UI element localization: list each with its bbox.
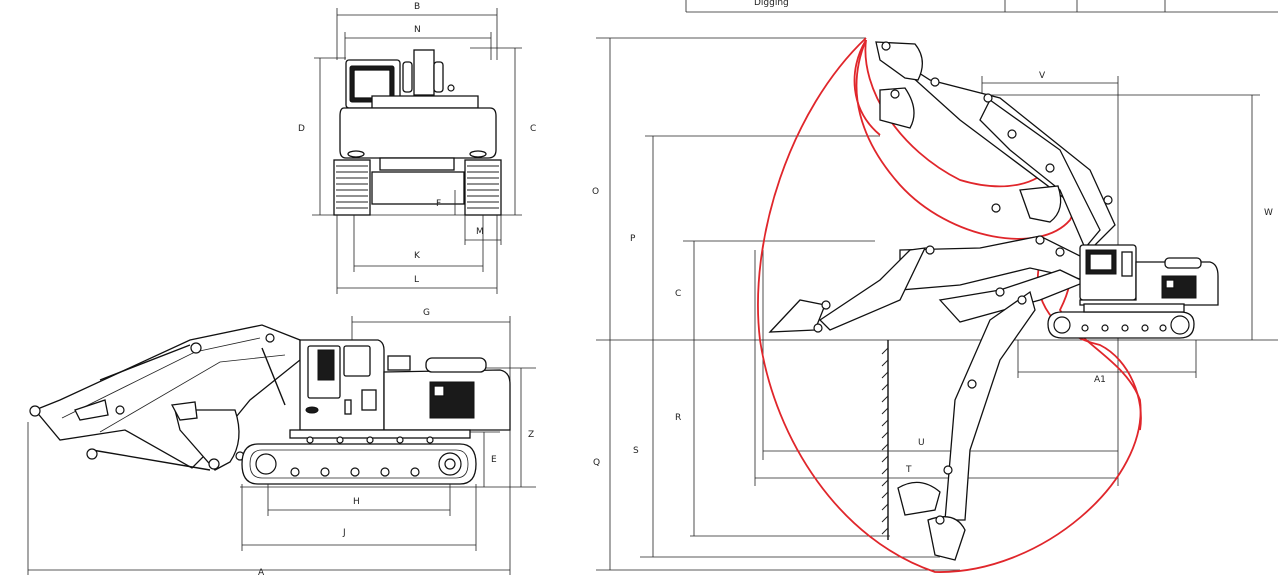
spec-table-fragment: Digging bbox=[685, 0, 1278, 13]
dim-label-B: B bbox=[414, 2, 420, 12]
dim-label-S: S bbox=[633, 446, 639, 456]
dim-label-W: W bbox=[1264, 208, 1273, 218]
dim-label-P: P bbox=[630, 234, 636, 244]
front-view: B N D C bbox=[298, 2, 536, 294]
table-cell-digging: Digging bbox=[754, 0, 789, 8]
working-range-view: O P C Q S R V W A1 U bbox=[592, 37, 1278, 573]
range-machine bbox=[768, 41, 1219, 561]
envelope-inner-3 bbox=[853, 39, 881, 136]
dim-label-F: F bbox=[436, 199, 441, 209]
dim-label-C: C bbox=[530, 124, 536, 134]
dim-label-A: A bbox=[258, 568, 265, 575]
envelope-inner-2 bbox=[864, 39, 1047, 188]
dim-label-V: V bbox=[1039, 71, 1046, 81]
dim-label-C-range: C bbox=[675, 289, 681, 299]
dim-label-R: R bbox=[675, 413, 681, 423]
dim-label-T: T bbox=[905, 465, 912, 475]
dim-label-N: N bbox=[414, 25, 421, 35]
dim-label-K: K bbox=[414, 251, 421, 261]
dim-label-O: O bbox=[592, 187, 599, 197]
dim-label-Z: Z bbox=[528, 430, 534, 440]
dim-label-D: D bbox=[298, 124, 305, 134]
dim-label-J: J bbox=[342, 528, 346, 538]
dim-label-H: H bbox=[353, 497, 360, 507]
dim-label-G: G bbox=[423, 308, 430, 318]
dim-label-U: U bbox=[918, 438, 925, 448]
dim-label-E: E bbox=[491, 455, 497, 465]
dim-label-M: M bbox=[476, 227, 484, 237]
dim-label-A1: A1 bbox=[1094, 375, 1106, 385]
side-view: G Z E bbox=[27, 308, 536, 578]
dim-label-L: L bbox=[414, 275, 419, 285]
dim-label-Q: Q bbox=[593, 458, 600, 468]
